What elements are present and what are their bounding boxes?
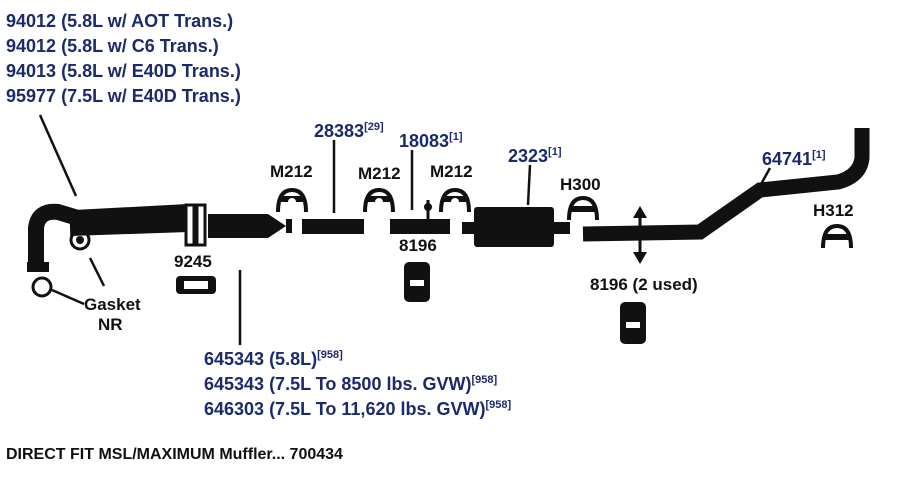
hanger-8196-used-icon — [620, 302, 646, 344]
converter-part-text: 646303 (7.5L To 11,620 lbs. GVW) — [204, 399, 486, 419]
converter-part-row: 645343 (7.5L To 8500 lbs. GVW)[958] — [204, 373, 497, 395]
converter-part-row: 646303 (7.5L To 11,620 lbs. GVW)[958] — [204, 398, 511, 420]
catalytic-converter — [184, 203, 292, 247]
label-m212-a: M212 — [270, 162, 313, 181]
part-number: 95977 — [6, 86, 57, 106]
header-pipe — [28, 203, 189, 268]
header-part-row: 94013 (5.8L w/ E40D Trans.) — [6, 60, 241, 82]
label-m212-b: M212 — [358, 164, 401, 183]
callout-part: 64741 — [762, 149, 813, 169]
label-8196-used: 8196 (2 used) — [590, 275, 698, 294]
converter-part-row: 645343 (5.8L)[958] — [204, 348, 343, 370]
callout-qty: [1] — [548, 146, 562, 158]
header-flange — [27, 229, 91, 298]
part-number: 94012 — [6, 11, 57, 31]
intermediate-pipe — [302, 219, 364, 234]
callout-qty: [1] — [812, 149, 826, 161]
header-part-row: 94012 (5.8L w/ AOT Trans.) — [6, 10, 233, 32]
footer-caption: DIRECT FIT MSL/MAXIMUM Muffler... 700434 — [6, 446, 343, 463]
callout-64741: 64741[1] — [762, 148, 826, 170]
header-part-row: 95977 (7.5L w/ E40D Trans.) — [6, 85, 241, 107]
converter-part-text: 645343 (5.8L) — [204, 349, 318, 369]
callout-qty: [1] — [449, 131, 463, 143]
part-note: (7.5L w/ E40D Trans.) — [61, 86, 241, 106]
label-h312: H312 — [813, 201, 854, 220]
converter-part-text: 645343 (7.5L To 8500 lbs. GVW) — [204, 374, 472, 394]
callout-18083: 18083[1] — [399, 130, 463, 152]
label-h300: H300 — [560, 175, 601, 194]
clamp-m212-c-icon — [439, 187, 471, 213]
label-gasket: Gasket — [84, 295, 141, 314]
clamp-h312-icon — [821, 223, 853, 249]
callout-2323: 2323[1] — [508, 145, 562, 167]
converter-part-qty: [958] — [471, 374, 498, 386]
part-note: (5.8L w/ C6 Trans.) — [61, 36, 219, 56]
header-part-row: 94012 (5.8L w/ C6 Trans.) — [6, 35, 219, 57]
label-m212-c: M212 — [430, 162, 473, 181]
leader-lines — [38, 114, 772, 345]
callout-part: 28383 — [314, 121, 365, 141]
gasket-9245-icon — [176, 276, 216, 294]
part-number: 94013 — [6, 61, 57, 81]
part-number: 94012 — [6, 36, 57, 56]
converter-part-qty: [958] — [485, 399, 512, 411]
converter-part-qty: [958] — [317, 349, 343, 361]
muffler — [462, 207, 570, 247]
part-note: (5.8L w/ AOT Trans.) — [61, 11, 234, 31]
callout-qty: [29] — [364, 121, 384, 133]
part-note: (5.8L w/ E40D Trans.) — [61, 61, 241, 81]
hanger-8196-icon — [404, 262, 430, 302]
resonator-pipe — [390, 200, 450, 234]
clamp-m212-b-icon — [363, 187, 395, 213]
callout-part: 18083 — [399, 131, 450, 151]
clamp-m212-a-icon — [276, 187, 308, 213]
clamp-h300-icon — [567, 195, 599, 221]
double-arrow-icon — [633, 206, 647, 264]
label-nr: NR — [98, 315, 123, 334]
tailpipe — [582, 128, 870, 242]
label-9245: 9245 — [174, 252, 212, 271]
callout-28383: 28383[29] — [314, 120, 384, 142]
callout-part: 2323 — [508, 146, 549, 166]
label-8196: 8196 — [399, 236, 437, 255]
